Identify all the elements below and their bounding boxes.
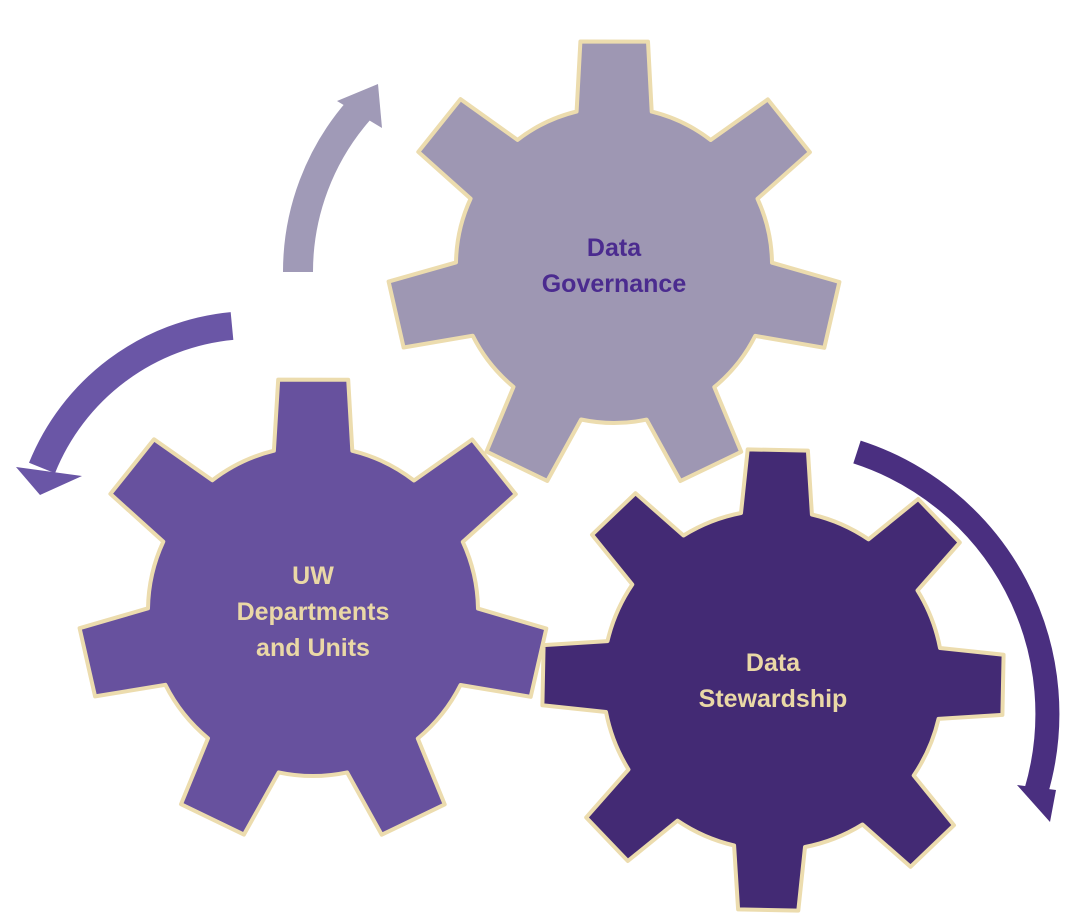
gear-label-line: Stewardship bbox=[699, 685, 848, 713]
gear-label-line: Governance bbox=[542, 270, 687, 298]
gear-label-line: and Units bbox=[256, 634, 370, 662]
gear-label-line: Departments bbox=[237, 598, 390, 626]
arrow-head-stewardship bbox=[1017, 785, 1056, 822]
gear-shape-stewardship bbox=[540, 447, 1006, 913]
gear-label-line: Data bbox=[746, 649, 801, 677]
arrow-to-governance bbox=[282, 84, 382, 273]
arrow-to-stewardship bbox=[853, 440, 1060, 822]
uw-departments-gear: UW Departments and Units bbox=[77, 377, 549, 837]
gear-label-line: Data bbox=[587, 234, 642, 262]
arrow-to-departments bbox=[16, 312, 234, 495]
arrow-head-departments bbox=[16, 467, 82, 495]
gear-shape-governance bbox=[386, 39, 842, 483]
gear-label-departments: UW Departments and Units bbox=[237, 562, 390, 662]
gear-shape-departments bbox=[77, 377, 549, 837]
gear-label-line: UW bbox=[292, 562, 334, 590]
arrow-head-governance bbox=[337, 84, 382, 128]
